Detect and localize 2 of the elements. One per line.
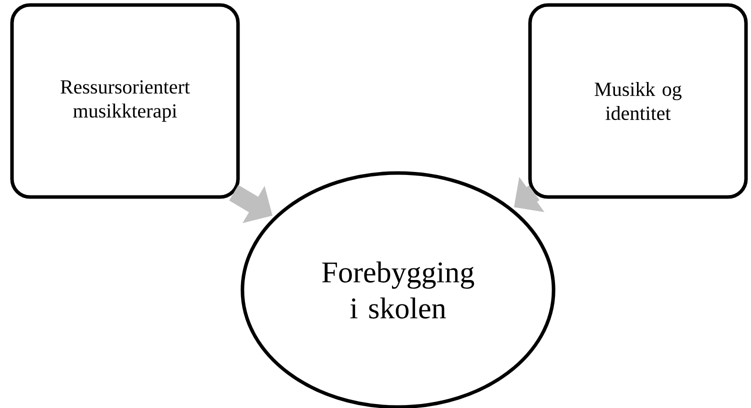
process-box: Musikk og identitet bbox=[528, 3, 748, 199]
process-box: Ressursorientert musikkterapi bbox=[10, 3, 240, 199]
